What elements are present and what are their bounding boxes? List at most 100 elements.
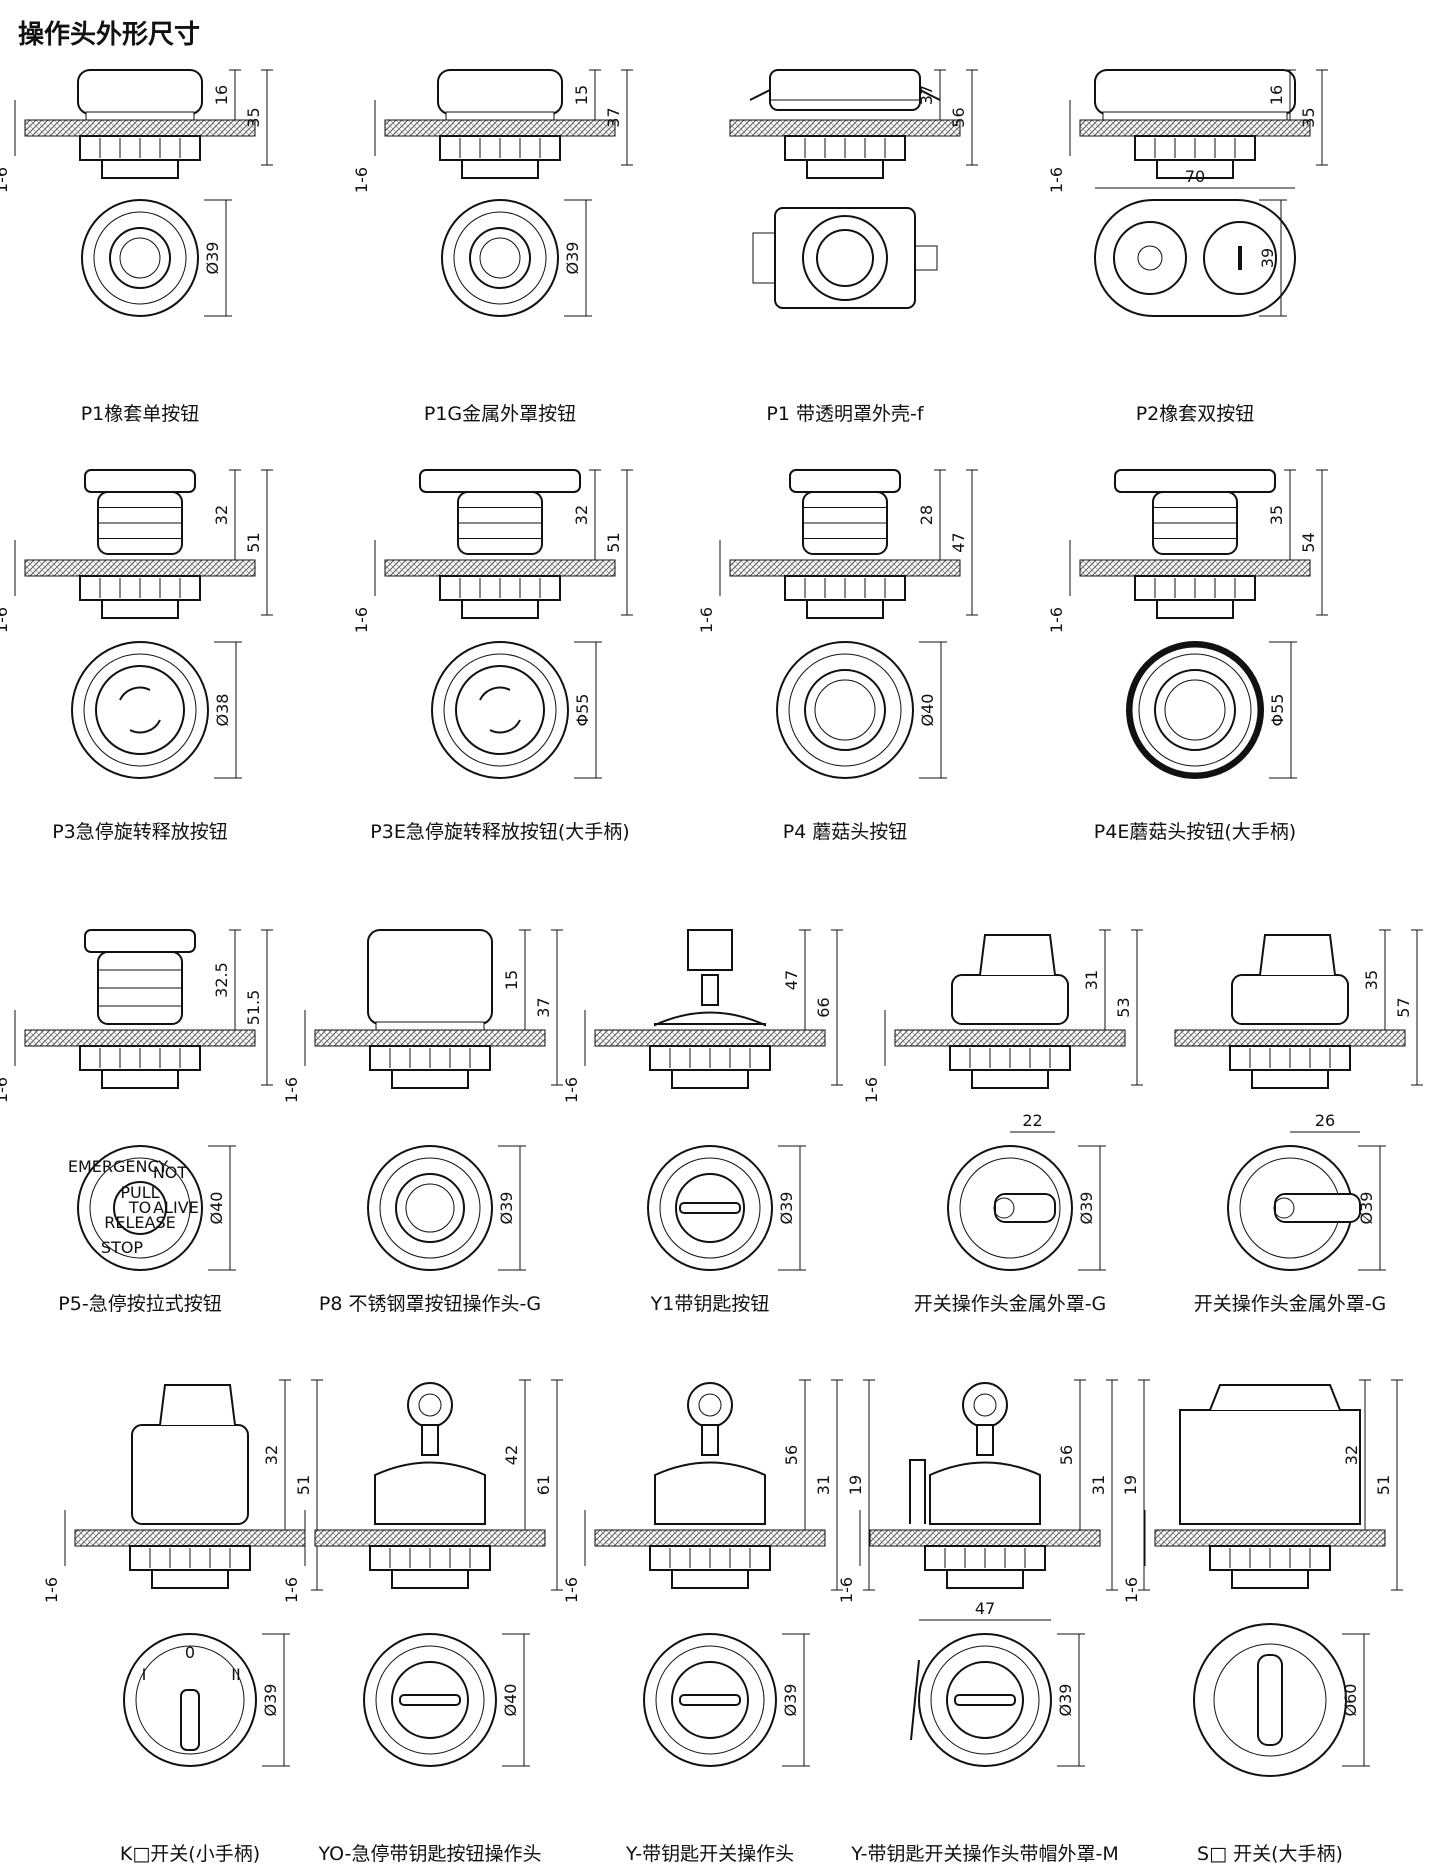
diameter-label: Ø39 [497, 1192, 516, 1225]
panel-thickness-label: 1-6 [352, 607, 371, 633]
selector-handle [1259, 934, 1336, 976]
pull-button [113, 1181, 167, 1235]
dimension-label: 35 [1362, 970, 1381, 990]
diameter-label: Ø39 [1077, 1192, 1096, 1225]
dimension-label: 51.5 [244, 990, 263, 1026]
item-caption: P8 不锈钢罩按钮操作头-G [319, 1293, 541, 1315]
bezel-outer [441, 199, 559, 317]
bezel-outer [367, 1145, 493, 1271]
bezel-inner [375, 1645, 485, 1755]
mushroom-head [1114, 469, 1276, 493]
contact-block [1231, 1569, 1309, 1589]
mushroom-head [84, 929, 196, 953]
contact-block [1251, 1069, 1329, 1089]
rotate-arrow [119, 686, 151, 701]
cap-edge [910, 1659, 920, 1741]
knob-handle [180, 1689, 200, 1751]
panel-plate [24, 559, 256, 577]
dimension-label: 32 [1342, 1445, 1361, 1465]
item-caption: K□开关(小手柄) [120, 1843, 260, 1865]
key-slot [954, 1694, 1016, 1706]
cover-frame [774, 207, 916, 309]
face-text: EMERGENCY [68, 1157, 169, 1176]
bezel [445, 111, 555, 121]
contact-block [101, 159, 179, 179]
button-face [109, 227, 171, 289]
item-caption: P4 蘑菇头按钮 [783, 821, 908, 843]
diameter-label: Ø40 [207, 1192, 226, 1225]
switch-body [1179, 1409, 1361, 1525]
diameter-label: Ø39 [261, 1684, 280, 1717]
dimension-label: 56 [949, 107, 968, 127]
sheet-title: 操作头外形尺寸 [18, 20, 201, 50]
dimension-label: 35 [1299, 107, 1318, 127]
item-caption: P3E急停旋转释放按钮(大手柄) [370, 821, 629, 843]
key-bow [407, 1382, 453, 1428]
release-ring [455, 665, 545, 755]
drawing-item: 32.551.51-6EMERGENCYNOTALIVEPULLTORELEAS… [0, 929, 273, 1315]
bezel-inner [1213, 1643, 1327, 1757]
item-caption: Y-带钥匙开关操作头 [625, 1843, 794, 1865]
contact-block [1156, 159, 1234, 179]
diameter-label: Ø60 [1341, 1684, 1360, 1717]
item-caption: P4E蘑菇头按钮(大手柄) [1094, 821, 1296, 843]
dimension-label: 32 [212, 505, 231, 525]
item-caption: P3急停旋转释放按钮 [52, 821, 228, 843]
panel-thickness-label: 1-6 [0, 607, 11, 633]
key-slot [399, 1694, 461, 1706]
panel-thickness-label: 1-6 [352, 167, 371, 193]
bezel-inner [659, 1157, 761, 1259]
selector-lever [994, 1193, 1056, 1223]
contact-block [671, 1569, 749, 1589]
panel-thickness-label: 1-6 [562, 1577, 581, 1603]
dimension-label: 35 [244, 107, 263, 127]
face-text: ALIVE [153, 1198, 199, 1217]
lock-body [374, 1461, 486, 1525]
dimension-label: 56 [1057, 1445, 1076, 1465]
button-face [816, 229, 874, 287]
button-center [405, 1183, 455, 1233]
dimension-label: 19 [1121, 1475, 1140, 1495]
button-face [804, 669, 886, 751]
bezel-outer [71, 641, 209, 779]
dimension-label: 28 [917, 505, 936, 525]
face-text: PULL [120, 1183, 159, 1202]
transparent-cover [769, 69, 921, 111]
key-slot [679, 1202, 741, 1214]
dimension-label: 37 [917, 85, 936, 105]
key-shank [701, 1424, 719, 1456]
item-caption: P5-急停按拉式按钮 [58, 1293, 221, 1315]
bezel-inner [93, 211, 187, 305]
contact-block [671, 1069, 749, 1089]
diameter-label: Ø39 [203, 242, 222, 275]
bezel-inner [655, 1645, 765, 1755]
contact-block [391, 1569, 469, 1589]
contact-block [1156, 599, 1234, 619]
face-text: NOT [153, 1163, 188, 1182]
dimension-label: 32 [572, 505, 591, 525]
panel-thickness-label: 1-6 [1122, 1577, 1141, 1603]
face-text: STOP [101, 1238, 144, 1257]
panel-thickness-label: 1-6 [282, 1577, 301, 1603]
bezel-inner [930, 1645, 1040, 1755]
diameter-label: Ø39 [563, 242, 582, 275]
width-dimension-label: 22 [1022, 1111, 1042, 1130]
panel-plate [24, 1029, 256, 1047]
rotate-arrow [489, 719, 521, 734]
contact-block [391, 1069, 469, 1089]
panel-plate [1079, 119, 1311, 137]
panel-thickness-label: 1-6 [0, 1077, 11, 1103]
button-cap [1094, 69, 1296, 115]
panel-thickness-label: 1-6 [42, 1577, 61, 1603]
diameter-label: Ø39 [781, 1684, 800, 1717]
lock-body [929, 1461, 1041, 1525]
dimension-label: 53 [1114, 997, 1133, 1017]
